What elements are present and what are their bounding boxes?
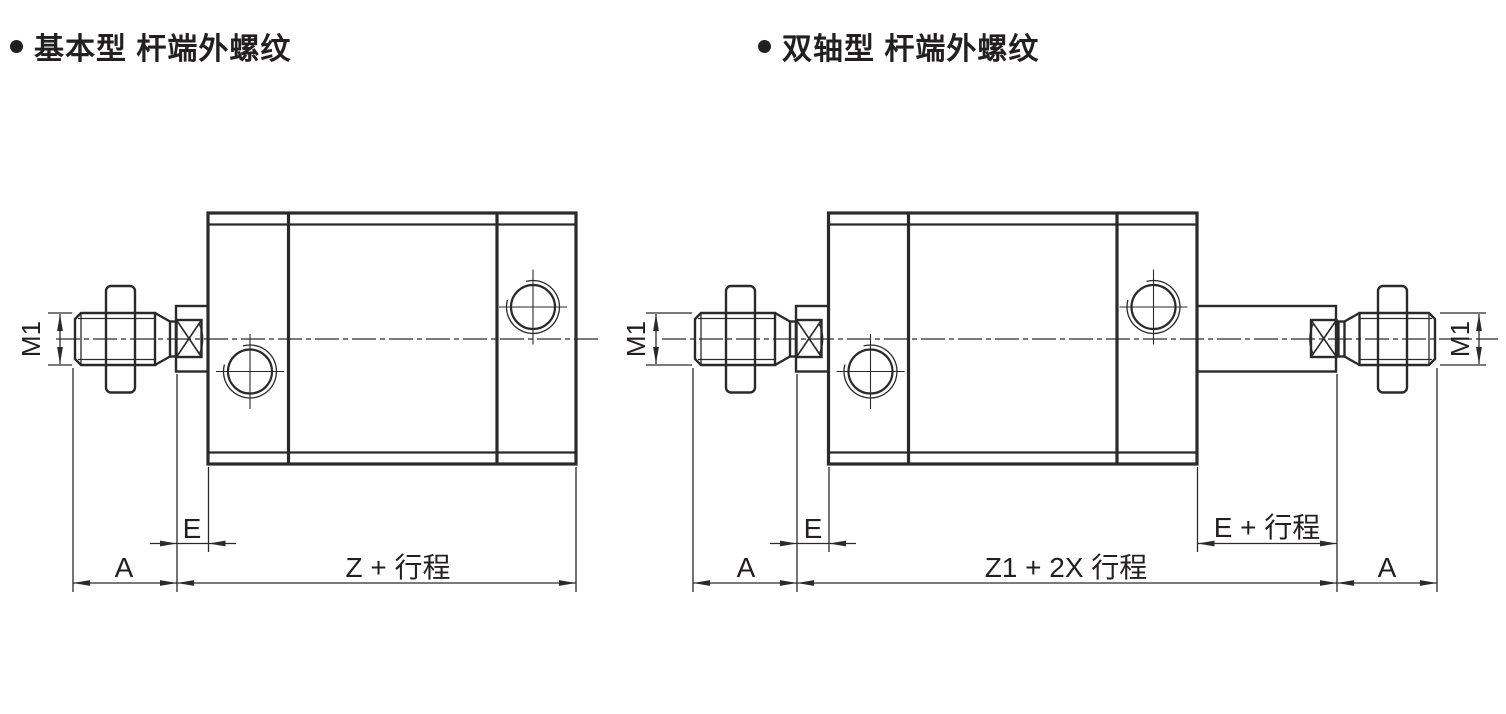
basic-type-title: 基本型 杆端外螺纹 [10,24,291,68]
m1-label: M1 [16,321,46,357]
dimension-m1: M1 [16,312,72,366]
dimension-e: E [150,513,236,547]
dimension-a-right: A [1337,552,1437,586]
rear-rod-assembly [1195,284,1437,394]
wrench-flat-square [1309,318,1338,359]
hex-nut [724,284,757,394]
dimension-m1-left: M1 [621,312,692,366]
dimension-e: E [770,513,856,547]
extension-lines [692,368,1438,592]
hex-nut [104,284,137,394]
z1-stroke-label: Z1 + 2X 行程 [985,552,1148,583]
front-port [216,334,284,409]
piston-rod-assembly [73,284,210,394]
double-rod-type-title: 双轴型 杆端外螺纹 [758,24,1039,68]
basic-type-drawing: M1 E A [16,211,598,592]
rod-washer [1337,320,1346,358]
rear-port [1119,269,1188,345]
bullet-icon [758,39,771,53]
m1-right-label: M1 [1445,321,1475,357]
rod-taper [1343,311,1361,367]
dimension-e-stroke: E + 行程 [1197,512,1337,547]
dimension-m1-right: M1 [1440,312,1486,366]
e-label: E [804,513,823,544]
rod-washer [168,320,178,358]
z-stroke-label: Z + 行程 [345,552,450,583]
double-rod-type-title-text: 双轴型 杆端外螺纹 [782,33,1040,66]
extension-lines [72,368,577,592]
dimension-z-stroke: Z + 行程 [177,552,576,586]
a-left-label: A [737,552,756,583]
front-port [836,334,905,409]
a-label: A [115,552,134,583]
e-label: E [183,513,202,544]
rear-port [499,269,567,345]
rod-taper [774,311,791,367]
a-right-label: A [1378,552,1397,583]
rod-taper [154,311,171,367]
hex-nut [1376,284,1409,394]
cylinder-body [206,211,578,466]
e-stroke-label: E + 行程 [1214,512,1321,543]
rod-washer [788,320,798,358]
basic-type-title-text: 基本型 杆端外螺纹 [34,33,292,66]
dimension-a-left: A [693,552,797,586]
cylinder-body [826,211,1199,466]
bullet-icon [10,39,23,53]
double-rod-type-drawing: M1 M1 E [621,211,1498,592]
front-rod-assembly [693,284,830,394]
dimension-a: A [73,552,177,586]
m1-left-label: M1 [621,321,651,357]
dimension-z1-stroke: Z1 + 2X 行程 [797,552,1337,586]
